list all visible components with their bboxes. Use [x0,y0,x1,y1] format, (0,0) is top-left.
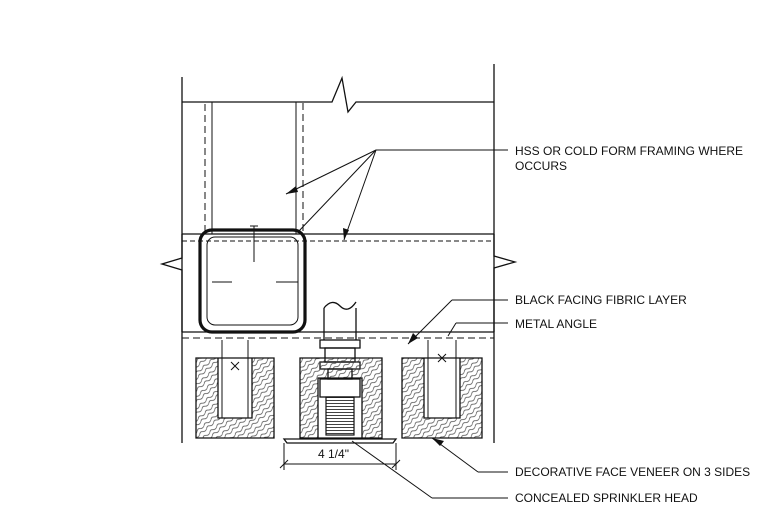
vertical-framing-member [204,101,304,235]
label-hss-line1: HSS OR COLD FORM FRAMING WHERE [515,144,743,158]
dimension-text: 4 1/4" [318,447,349,461]
sprinkler-head [282,368,398,444]
veneer-block-right [401,340,483,439]
horizontal-framing-band [159,233,518,339]
label-angle: METAL ANGLE [515,317,597,331]
leader-angle [447,322,508,337]
leader-veneer [431,437,508,473]
wall-boundaries [181,64,495,443]
label-sprinkler: CONCEALED SPRINKLER HEAD [515,491,698,505]
leader-sprinkler [351,440,508,499]
leader-hss [285,149,508,241]
leader-fabric [407,299,508,345]
label-hss-line2: OCCURS [515,159,567,173]
label-veneer: DECORATIVE FACE VENEER ON 3 SIDES [515,465,750,479]
veneer-block-left [195,340,275,439]
hss-tube [198,225,307,334]
label-fabric: BLACK FACING FIBRIC LAYER [515,293,687,307]
veneer-block-center [299,357,383,439]
dimension-line [279,443,401,470]
